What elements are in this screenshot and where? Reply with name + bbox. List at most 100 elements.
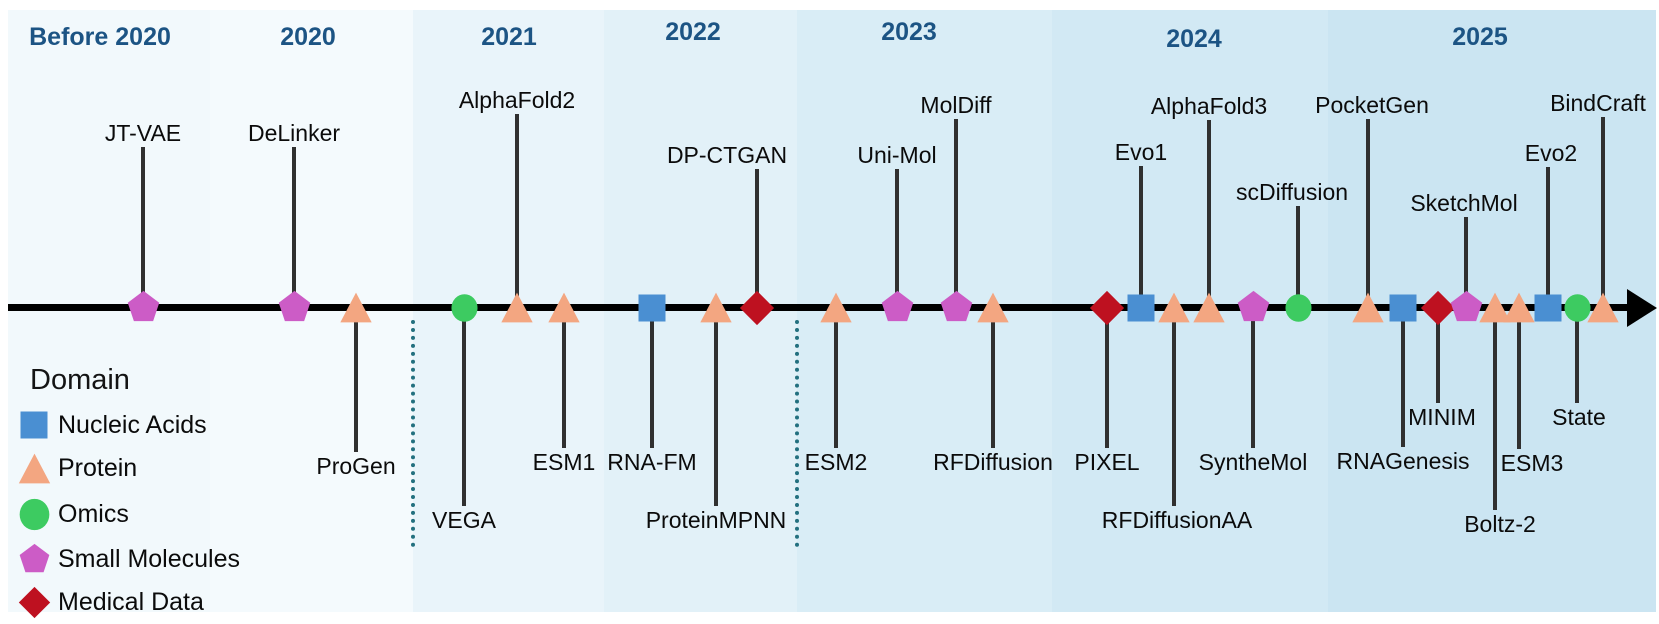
marker-connector-line (562, 314, 566, 448)
marker-connector-line (1296, 206, 1300, 302)
legend-item-label: Nucleic Acids (58, 411, 207, 439)
model-label: ProGen (316, 453, 396, 479)
marker-connector-line (755, 169, 759, 302)
model-label: BindCraft (1550, 90, 1646, 116)
timeline-marker (696, 291, 736, 324)
marker-connector-line (354, 314, 358, 452)
timeline-marker (1533, 293, 1563, 323)
marker-connector-line (954, 119, 958, 302)
square-marker-icon (1389, 294, 1417, 321)
legend-diamond-icon (18, 586, 50, 618)
year-band (210, 10, 413, 612)
pentagon-marker-icon (127, 290, 159, 322)
marker-connector-line (1105, 314, 1109, 448)
year-label: 2025 (1452, 23, 1508, 51)
marker-connector-line (292, 147, 296, 302)
timeline-marker (1448, 290, 1485, 325)
model-label: RNA-FM (607, 449, 697, 475)
marker-connector-line (1207, 120, 1211, 302)
legend-swatch (19, 410, 49, 440)
model-label: ESM1 (532, 449, 596, 475)
diamond-marker-icon (1420, 290, 1456, 325)
model-label: Uni-Mol (857, 142, 937, 168)
marker-connector-line (1436, 314, 1440, 403)
marker-connector-line (1251, 314, 1255, 448)
circle-marker-icon (1284, 293, 1312, 322)
legend-item-label: Omics (58, 500, 129, 528)
model-label: Evo2 (1524, 140, 1578, 166)
model-label: RNAGenesis (1336, 448, 1470, 474)
marker-connector-line (1493, 314, 1497, 510)
marker-connector-line (515, 114, 519, 302)
marker-connector-line (1366, 119, 1370, 302)
timeline-marker (125, 290, 162, 325)
timeline-marker (1235, 290, 1272, 325)
model-label: scDiffusion (1235, 179, 1349, 205)
marker-connector-line (1401, 314, 1405, 447)
model-label: ProteinMPNN (645, 507, 787, 533)
triangle-marker-icon (820, 292, 852, 323)
marker-connector-line (141, 147, 145, 302)
timeline-marker (1420, 290, 1456, 326)
timeline-marker (1388, 293, 1418, 323)
model-label: DP-CTGAN (666, 142, 788, 168)
year-label: Before 2020 (29, 23, 171, 51)
timeline-marker (1189, 291, 1229, 324)
legend-swatch (18, 543, 51, 576)
timeline-marker (336, 291, 376, 324)
marker-connector-line (1546, 167, 1550, 302)
year-label: 2020 (280, 23, 336, 51)
model-label: DeLinker (247, 120, 341, 146)
marker-connector-line (895, 169, 899, 302)
legend-item-label: Protein (58, 454, 138, 482)
model-label: RFDiffusion (933, 449, 1053, 475)
timeline-marker (1563, 291, 1592, 325)
diamond-marker-icon (1089, 290, 1125, 325)
model-label: JT-VAE (104, 120, 182, 146)
triangle-marker-icon (1503, 292, 1535, 323)
marker-connector-line (462, 314, 466, 506)
pentagon-marker-icon (1237, 290, 1269, 322)
year-label: 2022 (665, 18, 721, 46)
model-label: MolDiff (920, 92, 992, 118)
marker-connector-line (1517, 314, 1521, 449)
legend-swatch (18, 498, 51, 531)
model-label: ESM2 (804, 449, 868, 475)
legend-swatch (18, 586, 51, 619)
marker-connector-line (1575, 314, 1579, 403)
marker-connector-line (1172, 314, 1176, 506)
triangle-marker-icon (1352, 292, 1384, 323)
marker-connector-line (1464, 217, 1468, 302)
legend-circle-icon (19, 498, 49, 530)
model-label: SyntheMol (1198, 449, 1308, 475)
year-label: 2021 (481, 23, 537, 51)
timeline-marker (1348, 291, 1388, 324)
model-label: AlphaFold3 (1150, 93, 1268, 119)
triangle-marker-icon (1587, 292, 1619, 323)
circle-marker-icon (1563, 293, 1591, 322)
legend-title: Domain (30, 364, 130, 396)
timeline-marker (1499, 291, 1539, 324)
timeline-marker (1475, 291, 1515, 324)
marker-connector-line (714, 314, 718, 506)
model-label: State (1552, 404, 1606, 430)
timeline-marker (1126, 293, 1156, 323)
triangle-marker-icon (501, 292, 533, 323)
legend-pentagon-icon (19, 543, 49, 572)
timeline-arrowhead-icon (1627, 288, 1657, 327)
triangle-marker-icon (1479, 292, 1511, 323)
marker-connector-line (650, 314, 654, 448)
triangle-marker-icon (1158, 292, 1190, 323)
pentagon-marker-icon (278, 290, 310, 322)
model-label: Boltz-2 (1464, 511, 1536, 537)
model-label: Evo1 (1114, 139, 1168, 165)
legend-triangle-icon (18, 453, 50, 483)
marker-connector-line (1139, 166, 1143, 302)
legend-square-icon (20, 411, 48, 439)
timeline-marker (450, 291, 479, 325)
square-marker-icon (1127, 294, 1155, 321)
model-label: MINIM (1408, 404, 1476, 430)
timeline-axis (8, 304, 1630, 311)
model-label: PIXEL (1074, 449, 1140, 475)
timeline-marker (276, 290, 313, 325)
